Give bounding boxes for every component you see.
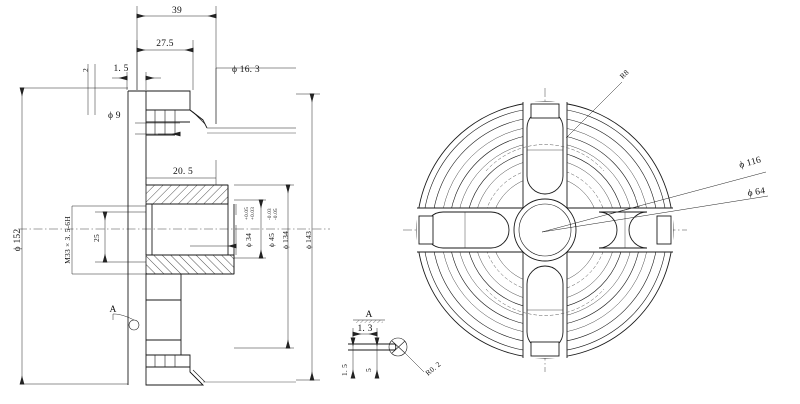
section-bore [145,203,235,256]
dim-label-r8: R8 [618,68,631,81]
detail-view-a [348,319,425,379]
dim-39 [136,6,217,124]
dim-phi9 [135,122,181,137]
detail-a-label-1_5: 1. 5 [340,364,349,376]
detail-a-title: A [365,310,372,320]
dim-label-phi34: ϕ 34 [244,233,253,247]
chuck-jaw-slot-vertical [522,102,568,358]
dim-label-phi9: ϕ 9 [108,111,121,121]
dim-label-phi45-group: ϕ 45 -0.03 -0.05 [267,208,279,247]
dim-label-20_5: 20. 5 [173,167,193,177]
leader-phi64 [541,195,769,233]
dim-label-phi64: ϕ 64 [747,186,766,199]
detail-a-callout-label: A [109,305,116,315]
dim-label-1_5-top: 1. 5 [113,64,128,74]
section-flange-body [127,90,147,385]
detail-a-callout [112,313,140,331]
dim-label-phi116: ϕ 116 [738,155,762,170]
dim-1_5-top [112,72,161,90]
dim-label-phi143: ϕ 143 [304,231,313,249]
detail-a-label-r0_2: R0. 2 [424,360,443,378]
chuck-jaw-right [598,211,672,249]
section-upper-jaw [146,90,296,136]
section-hub-lower-hatched [145,254,235,275]
dim-phi45 [234,199,266,259]
dim-phi143 [296,93,320,381]
dim-label-2-top: 2 [81,68,90,72]
dim-label-phi34-group: ϕ 34 +0.05 +0.03 [244,207,256,247]
chuck-jaw-left [418,211,510,249]
dim-phi16_3-leader [215,67,296,124]
dim-label-phi45: ϕ 45 [267,233,276,247]
dim-label-39: 39 [172,6,182,16]
chuck-scroll-arcs [485,144,605,316]
dim-label-phi34-tol-lower: +0.03 [250,207,256,220]
dim-phi134 [234,184,294,349]
dim-2-top [87,64,96,115]
section-view [18,6,330,386]
leader-r8 [565,81,623,139]
dim-label-25: 25 [92,234,101,242]
leader-phi116 [541,171,767,233]
dim-label-phi16_3: ϕ 16. 3 [232,65,260,75]
detail-a-geometry [348,337,408,357]
chuck-jaw-top [526,103,564,195]
chuck-jaw-slot-horizontal [417,207,673,253]
dim-phi152 [19,87,128,385]
dim-27_5 [136,40,194,90]
section-lower-jaw [145,354,296,386]
dim-thread-m33 [71,205,146,275]
dim-25 [95,211,146,263]
dim-20_5 [145,160,217,185]
dim-label-phi45-tol-lower: -0.05 [273,208,279,220]
section-hub-upper-hatched [145,184,229,205]
chuck-jaw-bottom [526,265,564,357]
dim-label-27_5: 27.5 [156,39,173,49]
face-view [403,81,769,372]
dim-label-phi134: ϕ 134 [281,231,290,249]
detail-a-label-1_3: 1. 3 [357,324,372,334]
section-lower-body [145,274,182,356]
dim-phi34 [190,204,237,255]
detail-a-label-5: 5 [364,368,373,372]
detail-a-leader-r0_2 [403,351,425,373]
dim-label-phi45-tol-upper: -0.03 [267,208,273,220]
detail-a-title-underline [355,320,383,323]
dim-label-phi34-tol-upper: +0.05 [244,207,250,220]
dim-label-thread-m33: M33 × 3. 5-6H [63,216,72,264]
dim-label-phi152: ϕ 152 [13,229,23,252]
